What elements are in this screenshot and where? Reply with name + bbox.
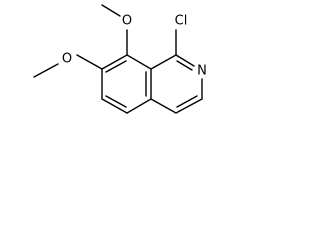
pyridine-ring [150, 54, 203, 114]
bond-c3-c4-inner [176, 95, 198, 108]
bond-c8-c8a [126, 54, 152, 70]
bond-c7-c8-inner [105, 60, 127, 73]
bond-o-methyl-left [33, 63, 59, 78]
nitrogen-atom-label: N [197, 64, 207, 79]
bond-c1-n [175, 54, 195, 67]
bond-c7-c8 [101, 54, 128, 70]
bond-c3-c4 [175, 98, 203, 114]
chlorine-atom-label: Cl [175, 14, 188, 29]
bond-c7-o [76, 54, 103, 70]
bond-o-methyl-top [101, 4, 121, 17]
benzene-ring [101, 54, 152, 114]
oxygen-left-atom-label: O [62, 52, 72, 67]
bond-c1-n-inner [176, 60, 193, 71]
bond-c8a-c1 [150, 54, 177, 70]
oxygen-top-atom-label: O [122, 14, 132, 29]
bond-c4a-c5 [126, 98, 152, 114]
substituent-bonds [33, 4, 177, 78]
bond-c4-c4a [150, 98, 177, 114]
chemical-structure-diagram: Cl N O O [33, 4, 207, 114]
bond-c5-c6-inner [105, 95, 127, 108]
bond-c5-c6 [101, 98, 128, 114]
